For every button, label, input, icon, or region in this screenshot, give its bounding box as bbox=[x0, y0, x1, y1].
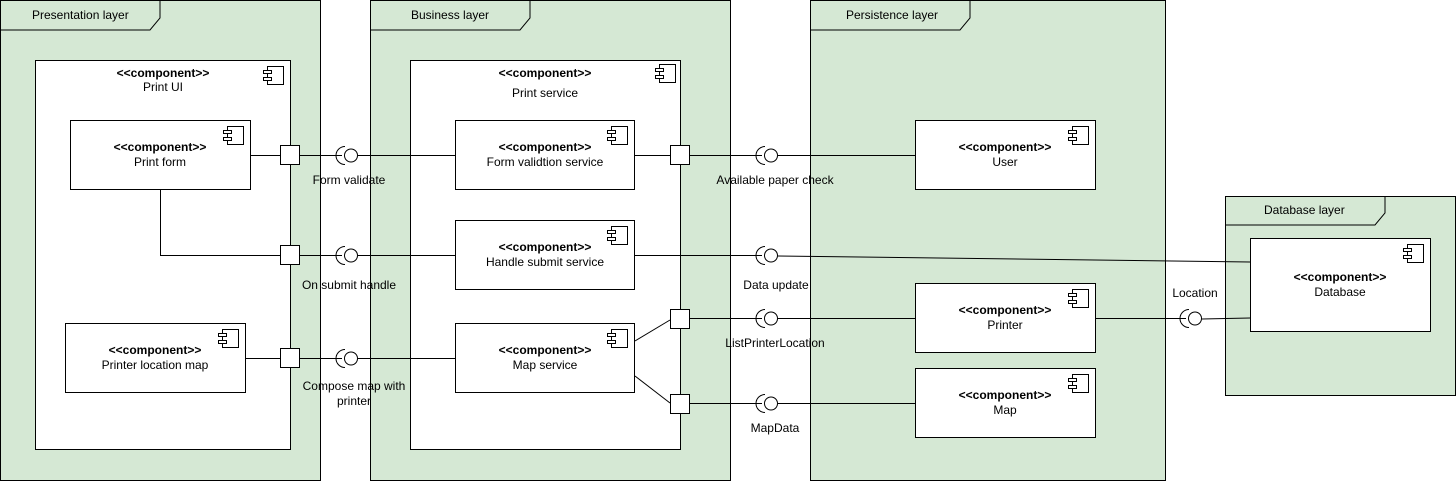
stereotype-label: <<component>> bbox=[499, 240, 592, 254]
label-list-printer-location: ListPrinterLocation bbox=[725, 336, 824, 350]
component-printer: <<component>> Printer bbox=[915, 283, 1096, 353]
component-icon bbox=[1068, 126, 1089, 145]
component-map-service: <<component>> Map service bbox=[455, 323, 635, 393]
port-map-data bbox=[670, 394, 690, 414]
component-name: Printer bbox=[987, 318, 1022, 332]
component-icon bbox=[1068, 374, 1089, 393]
component-printer-location-map: <<component>> Printer location map bbox=[65, 323, 246, 393]
ports bbox=[280, 145, 690, 414]
label-compose-map-line2: printer bbox=[337, 394, 371, 408]
component-icon bbox=[223, 126, 244, 145]
stereotype-label: <<component>> bbox=[499, 343, 592, 357]
label-compose-map-line1: Compose map with bbox=[303, 379, 406, 393]
component-icon bbox=[263, 66, 284, 85]
interface-on-submit-handle bbox=[335, 246, 358, 265]
interface-map-data bbox=[755, 394, 778, 413]
component-icon bbox=[607, 329, 628, 348]
stereotype-label: <<component>> bbox=[499, 140, 592, 154]
component-name: Handle submit service bbox=[486, 255, 604, 269]
component-print-form: <<component>> Print form bbox=[70, 120, 251, 190]
interface-available-paper-check bbox=[755, 146, 778, 165]
component-name: Printer location map bbox=[102, 358, 209, 372]
component-icon bbox=[607, 126, 628, 145]
component-database: <<component>> Database bbox=[1250, 238, 1431, 332]
label-location: Location bbox=[1172, 286, 1217, 300]
component-name: Print service bbox=[512, 86, 578, 100]
stereotype-label: <<component>> bbox=[959, 140, 1052, 154]
interface-list-printer-location bbox=[755, 309, 778, 328]
port-compose-map bbox=[280, 348, 300, 368]
stereotype-label: <<component>> bbox=[959, 303, 1052, 317]
database-layer-title: Database layer bbox=[1264, 203, 1345, 217]
label-available-paper-check: Available paper check bbox=[716, 173, 834, 187]
stereotype-label: <<component>> bbox=[1294, 270, 1387, 284]
component-icon bbox=[607, 226, 628, 245]
component-name: Print form bbox=[134, 155, 186, 169]
stereotype-label: <<component>> bbox=[109, 343, 202, 357]
interface-compose-map bbox=[335, 349, 358, 368]
component-handle-submit-service: <<component>> Handle submit service bbox=[455, 220, 635, 290]
component-icon bbox=[218, 329, 239, 348]
port-available-paper bbox=[670, 145, 690, 165]
component-name: Form validtion service bbox=[487, 155, 604, 169]
component-icon bbox=[655, 64, 676, 83]
component-name: Map bbox=[993, 403, 1017, 417]
stereotype-label: <<component>> bbox=[499, 66, 592, 80]
component-name: Print UI bbox=[143, 80, 183, 94]
port-list-printer-location bbox=[670, 309, 690, 329]
stereotype-label: <<component>> bbox=[959, 388, 1052, 402]
port-on-submit bbox=[280, 245, 300, 265]
business-layer-title: Business layer bbox=[411, 8, 489, 22]
component-icon bbox=[1403, 244, 1424, 263]
label-map-data: MapData bbox=[751, 421, 800, 435]
component-name: Map service bbox=[513, 358, 578, 372]
label-data-update: Data update bbox=[743, 278, 809, 292]
component-form-validation-service: <<component>> Form validtion service bbox=[455, 120, 635, 190]
component-map: <<component>> Map bbox=[915, 368, 1096, 438]
interface-form-validate bbox=[335, 146, 358, 165]
port-form-validate bbox=[280, 145, 300, 165]
component-name: User bbox=[992, 155, 1017, 169]
component-name: Database bbox=[1314, 285, 1366, 299]
stereotype-label: <<component>> bbox=[117, 66, 210, 80]
label-form-validate: Form validate bbox=[313, 173, 386, 187]
component-icon bbox=[1068, 289, 1089, 308]
presentation-layer-title: Presentation layer bbox=[32, 8, 129, 22]
connector-lines bbox=[160, 155, 1251, 404]
label-on-submit-handle: On submit handle bbox=[302, 278, 396, 292]
persistence-layer-title: Persistence layer bbox=[846, 8, 938, 22]
component-user: <<component>> User bbox=[915, 120, 1096, 190]
interface-data-update bbox=[755, 246, 778, 265]
persistence-layer-package: Persistence layer bbox=[810, 0, 1166, 481]
stereotype-label: <<component>> bbox=[114, 140, 207, 154]
interface-location bbox=[1179, 309, 1202, 328]
